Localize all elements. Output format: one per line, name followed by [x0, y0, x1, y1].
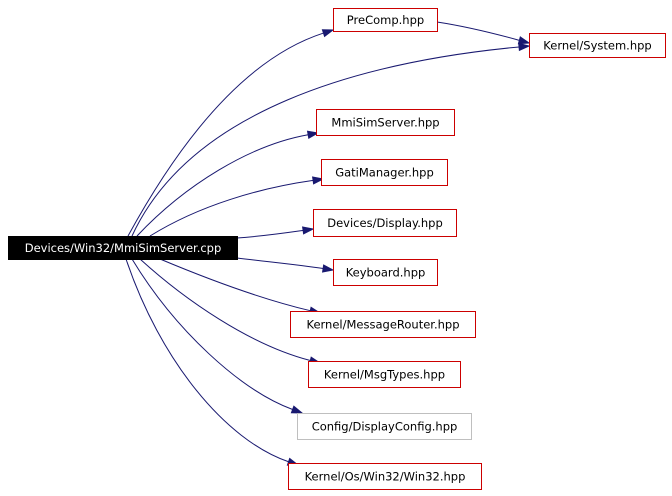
node-box	[308, 361, 461, 388]
node-box	[316, 109, 455, 136]
node-precomp[interactable]: PreComp.hpp	[333, 8, 438, 32]
nodes-layer: Devices/Win32/MmiSimServer.cpp PreComp.hp…	[8, 8, 666, 490]
node-box	[333, 8, 438, 32]
node-dispconfig[interactable]: Config/DisplayConfig.hpp	[297, 413, 472, 440]
node-label: MmiSimServer.hpp	[331, 116, 439, 130]
node-box	[297, 413, 472, 440]
root-node[interactable]: Devices/Win32/MmiSimServer.cpp	[8, 236, 238, 260]
node-msgtypes[interactable]: Kernel/MsgTypes.hpp	[308, 361, 461, 388]
arrowhead-icon	[321, 29, 335, 38]
arrowhead-icon	[518, 42, 531, 52]
edge-line	[236, 229, 304, 239]
edge-root-to-display	[236, 226, 315, 239]
node-box	[333, 259, 438, 286]
arrowhead-icon	[290, 405, 304, 414]
edge-root-to-gati	[149, 176, 325, 237]
edge-root-to-precomp	[127, 29, 335, 237]
node-system[interactable]: Kernel/System.hpp	[529, 33, 666, 58]
node-keyboard[interactable]: Keyboard.hpp	[333, 259, 438, 286]
edge-root-to-router	[159, 258, 322, 315]
node-box	[290, 311, 476, 338]
node-box	[321, 159, 448, 186]
edge-line	[159, 258, 311, 312]
edges-layer	[125, 21, 531, 466]
node-gati[interactable]: GatiManager.hpp	[321, 159, 448, 186]
node-label: Config/DisplayConfig.hpp	[312, 420, 458, 434]
node-label: GatiManager.hpp	[335, 166, 434, 180]
edge-line	[131, 258, 293, 410]
node-router[interactable]: Kernel/MessageRouter.hpp	[290, 311, 476, 338]
arrowhead-icon	[321, 264, 335, 273]
node-label: Devices/Win32/MmiSimServer.cpp	[25, 241, 222, 255]
node-label: Keyboard.hpp	[346, 266, 426, 280]
node-label: Kernel/MsgTypes.hpp	[324, 368, 445, 382]
node-label: Kernel/Os/Win32/Win32.hpp	[305, 470, 466, 484]
arrowhead-icon	[302, 226, 315, 235]
node-label: PreComp.hpp	[347, 13, 424, 27]
node-box	[529, 33, 666, 58]
edge-root-to-dispconfig	[131, 258, 304, 414]
node-mmisim[interactable]: MmiSimServer.hpp	[316, 109, 455, 136]
edge-root-to-keyboard	[236, 257, 335, 273]
node-label: Kernel/MessageRouter.hpp	[306, 318, 459, 332]
node-box	[288, 463, 482, 490]
arrowhead-icon	[517, 36, 531, 45]
edge-line	[236, 257, 324, 269]
edge-line	[139, 258, 311, 361]
node-label: Devices/Display.hpp	[327, 216, 443, 230]
edge-root-to-win32	[125, 258, 300, 466]
edge-line	[127, 32, 324, 237]
edge-root-to-mmisim	[136, 130, 320, 237]
node-box	[8, 236, 238, 260]
edge-line	[125, 258, 289, 463]
edge-line	[131, 46, 520, 237]
edge-precomp-to-system	[436, 21, 531, 45]
node-win32[interactable]: Kernel/Os/Win32/Win32.hpp	[288, 463, 482, 490]
edge-line	[436, 21, 520, 41]
edge-line	[136, 134, 309, 237]
arrowhead-icon	[312, 176, 325, 185]
edge-line	[149, 179, 314, 237]
edge-root-to-system	[131, 42, 531, 237]
node-box	[313, 209, 457, 237]
node-display[interactable]: Devices/Display.hpp	[313, 209, 457, 237]
arrowhead-icon	[306, 130, 320, 139]
node-label: Kernel/System.hpp	[543, 39, 651, 53]
